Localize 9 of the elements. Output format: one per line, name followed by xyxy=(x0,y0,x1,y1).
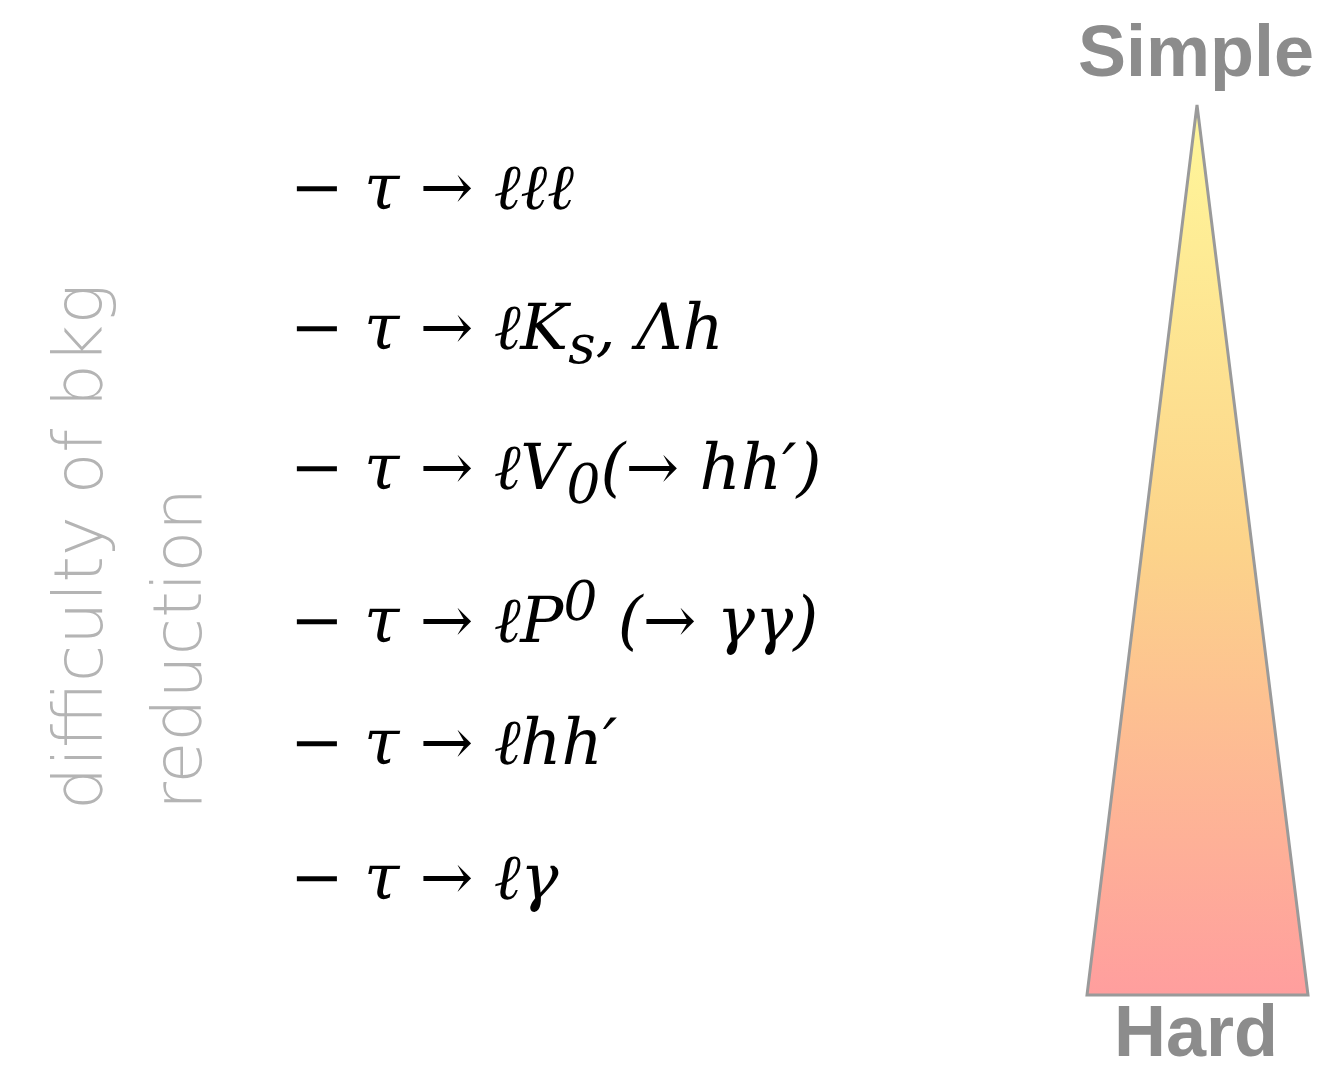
decay-mode-item: − τ → ℓP$^{0}$ (→ γγ) xyxy=(290,570,819,659)
scale-end-label: Hard xyxy=(1114,990,1278,1072)
decay-mode-item: − τ → ℓK$_{s}$, Λh xyxy=(290,290,724,376)
decay-mode-item: − τ → ℓhh′ xyxy=(290,705,618,780)
scale-end-label: Simple xyxy=(1077,10,1315,92)
axis-title: difficulty of bkg reduction xyxy=(38,282,218,810)
decay-mode-item: − τ → ℓV$_{0}$(→ hh′) xyxy=(290,430,822,516)
decay-mode-item: − τ → ℓℓℓ xyxy=(290,150,574,225)
decay-mode-item: − τ → ℓγ xyxy=(290,840,559,915)
